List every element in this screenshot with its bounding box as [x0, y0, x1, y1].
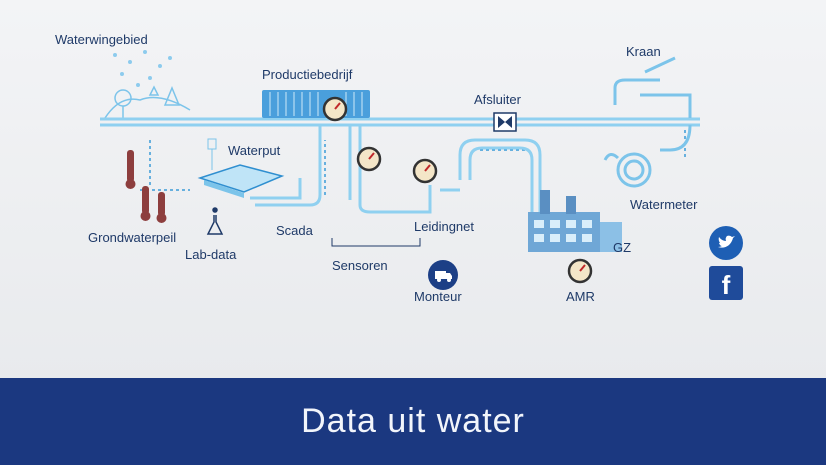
- production-pipes: [255, 125, 432, 214]
- label-afsluiter: Afsluiter: [474, 92, 521, 107]
- production-building: [262, 90, 370, 118]
- distribution-pipe: [440, 138, 542, 215]
- valve-icon: [493, 112, 517, 132]
- label-monteur: Monteur: [414, 289, 462, 304]
- facebook-icon[interactable]: f: [709, 266, 743, 300]
- footer-band: [0, 378, 826, 465]
- faucet-icon: [613, 56, 692, 118]
- sensoren-bracket: [331, 238, 421, 247]
- label-leidingnet: Leidingnet: [414, 219, 474, 234]
- footer-title: Data uit water: [301, 402, 525, 440]
- label-sensoren: Sensoren: [332, 258, 388, 273]
- label-waterwingebied: Waterwingebied: [55, 32, 148, 47]
- label-scada: Scada: [276, 223, 313, 238]
- label-productiebedrijf: Productiebedrijf: [262, 67, 353, 82]
- label-amr: AMR: [566, 289, 595, 304]
- truck-icon: [428, 260, 458, 290]
- waterput-basin: [197, 138, 302, 200]
- down-arrows: [144, 180, 730, 388]
- landscape-drawing: [104, 85, 191, 119]
- label-grondwaterpeil: Grondwaterpeil: [88, 230, 177, 245]
- twitter-icon[interactable]: [709, 226, 743, 260]
- label-kraan: Kraan: [626, 44, 661, 59]
- rain-drops: [113, 50, 172, 87]
- main-pipe: [100, 117, 700, 127]
- flask-icon: [206, 207, 224, 235]
- label-gz: GZ: [613, 240, 632, 255]
- label-waterput: Waterput: [228, 143, 281, 158]
- groundwater-sensors: [125, 150, 167, 223]
- watermeter-icon: [603, 124, 692, 188]
- gz-building: [528, 190, 622, 252]
- sensor-gauges: [322, 96, 593, 284]
- label-watermeter: Watermeter: [630, 197, 698, 212]
- label-lab-data: Lab-data: [185, 247, 237, 262]
